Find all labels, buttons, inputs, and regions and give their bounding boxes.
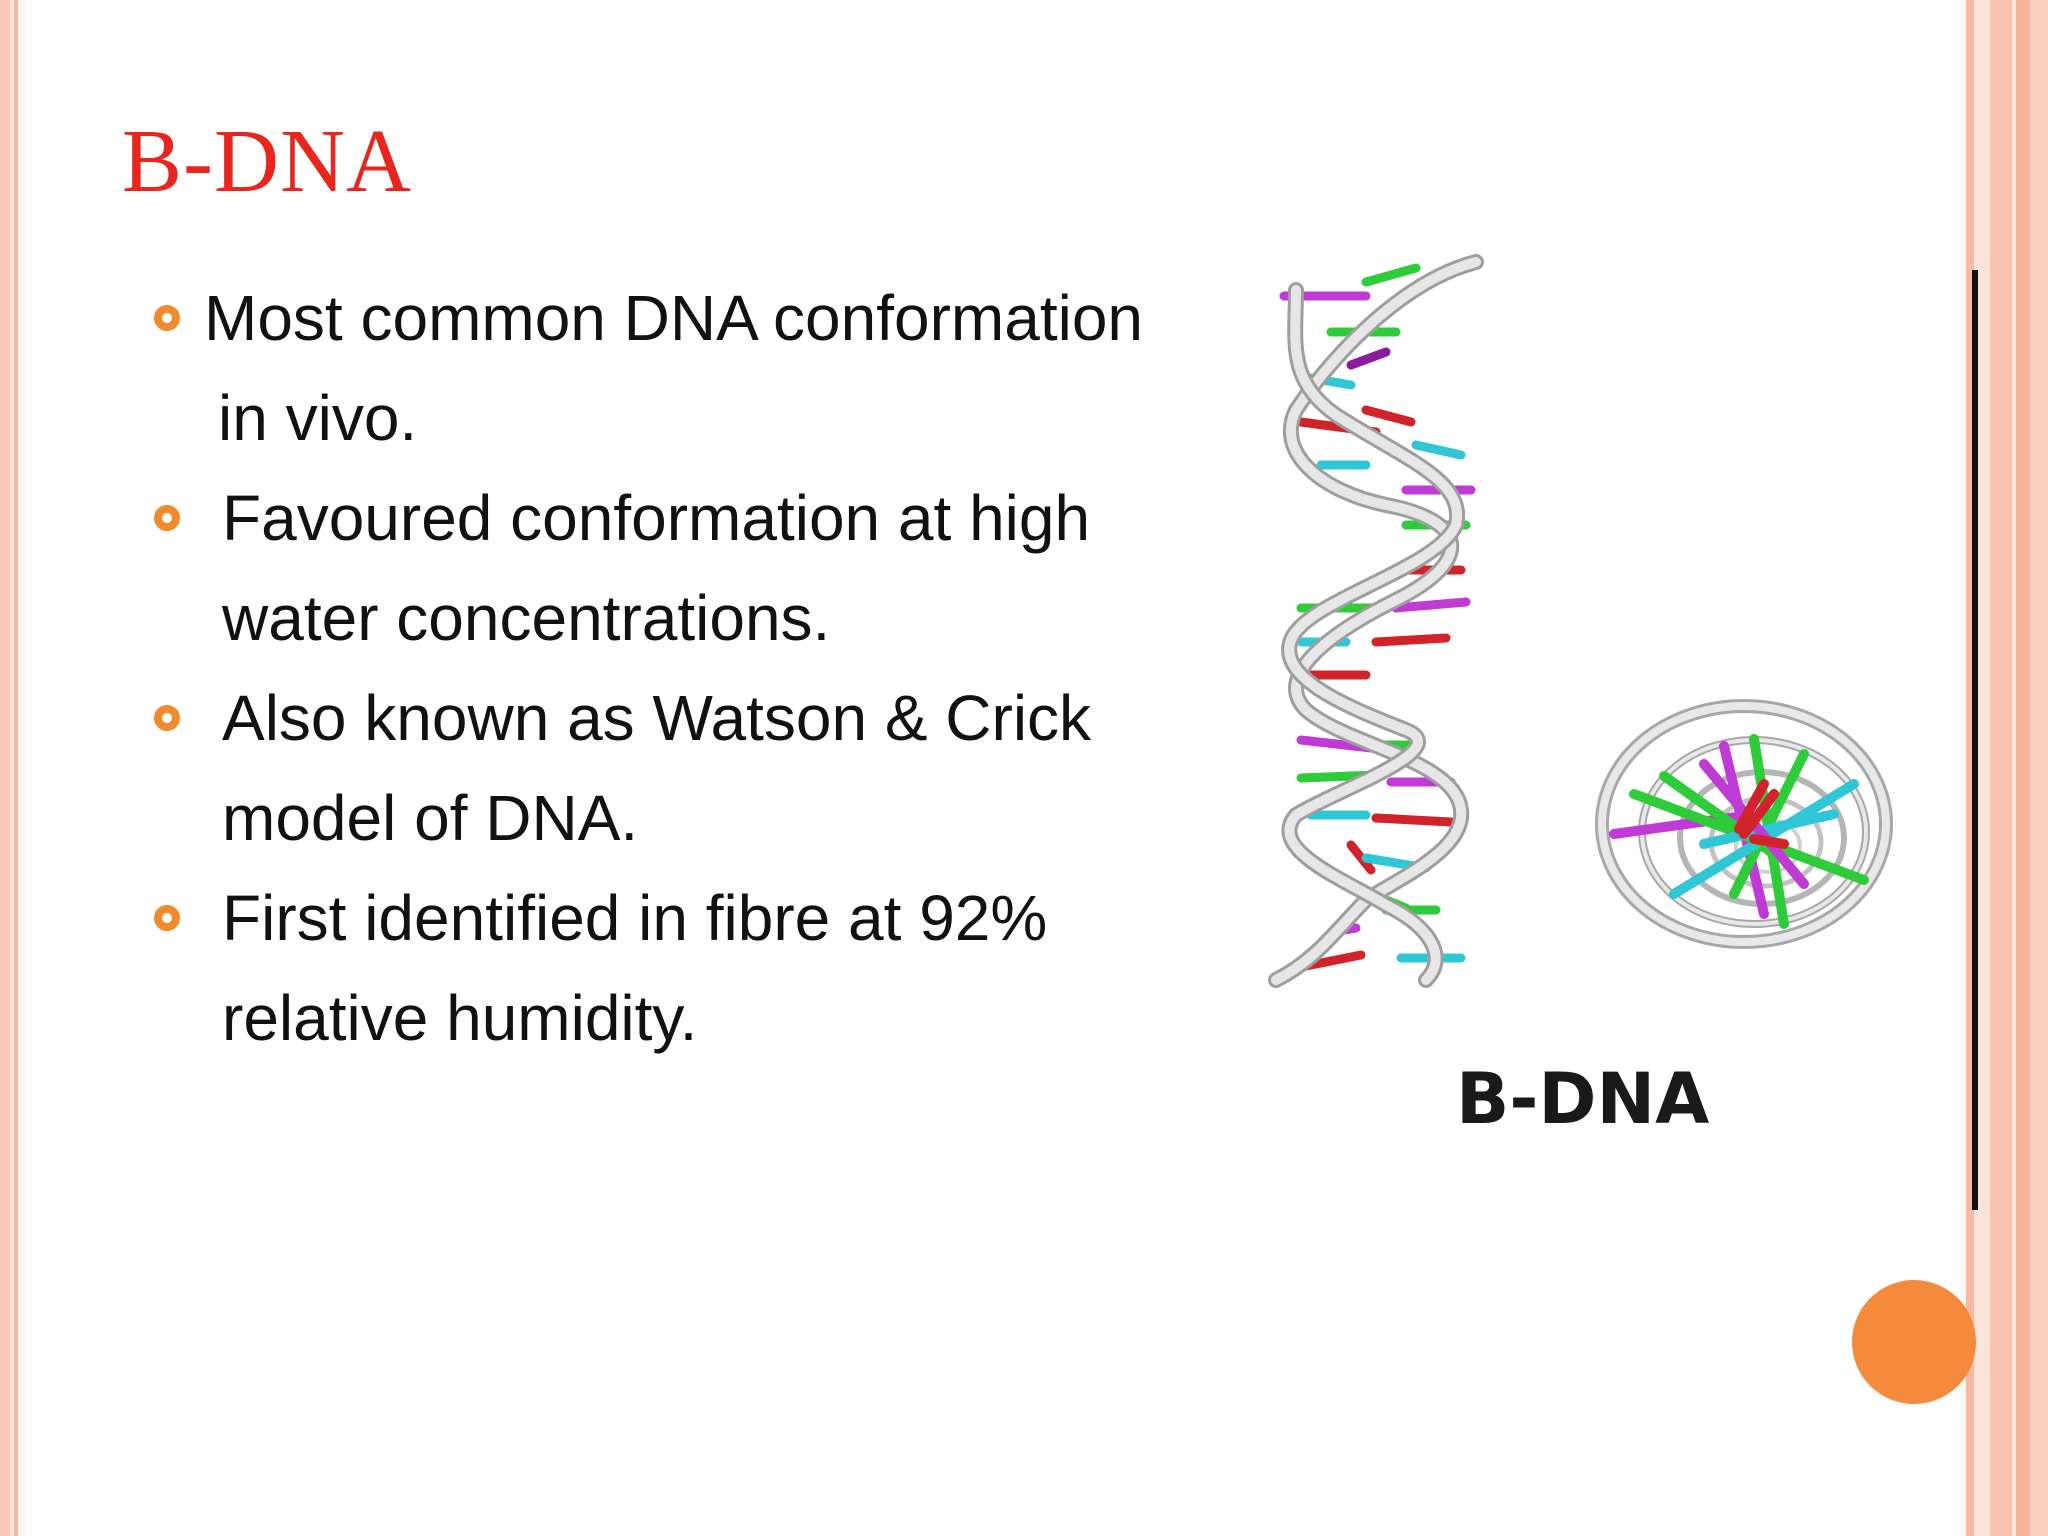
slide-title: B-DNA [122, 112, 412, 211]
bullet-item: Most common DNA conformation in vivo. [122, 268, 1272, 468]
bullet-text-continued: model of DNA. [222, 782, 639, 854]
bullet-text-continued: relative humidity. [222, 982, 698, 1054]
bullet-list: Most common DNA conformation in vivo. Fa… [122, 268, 1272, 1068]
bullet-item: Favoured conformation at high water conc… [122, 468, 1272, 668]
slide: B-DNA Most common DNA conformation in vi… [26, 0, 1978, 1536]
figure-caption: B-DNA [1456, 1058, 1710, 1140]
helix-top-view [1595, 699, 1893, 949]
bullet-item: Also known as Watson & Crick model of DN… [122, 668, 1272, 868]
backbone-strands [1268, 254, 1484, 988]
orange-circle-icon [1852, 1280, 1976, 1404]
b-dna-illustration [1268, 254, 1893, 988]
bullet-text: Favoured conformation at high [222, 482, 1091, 554]
hollow-circle-icon [154, 705, 180, 731]
left-border-decoration [0, 0, 26, 1536]
double-helix-side-view [1268, 254, 1484, 988]
bullet-text-continued: in vivo. [218, 382, 418, 454]
bullet-text: First identified in fibre at 92% [222, 882, 1048, 954]
hollow-circle-icon [154, 505, 180, 531]
bullet-text: Most common DNA conformation [204, 282, 1143, 354]
bullet-item: First identified in fibre at 92% relativ… [122, 868, 1272, 1068]
hollow-circle-icon [154, 905, 180, 931]
bullet-text-continued: water concentrations. [222, 582, 831, 654]
vertical-divider [1972, 270, 1978, 1210]
hollow-circle-icon [154, 305, 180, 331]
bullet-text: Also known as Watson & Crick [222, 682, 1092, 754]
